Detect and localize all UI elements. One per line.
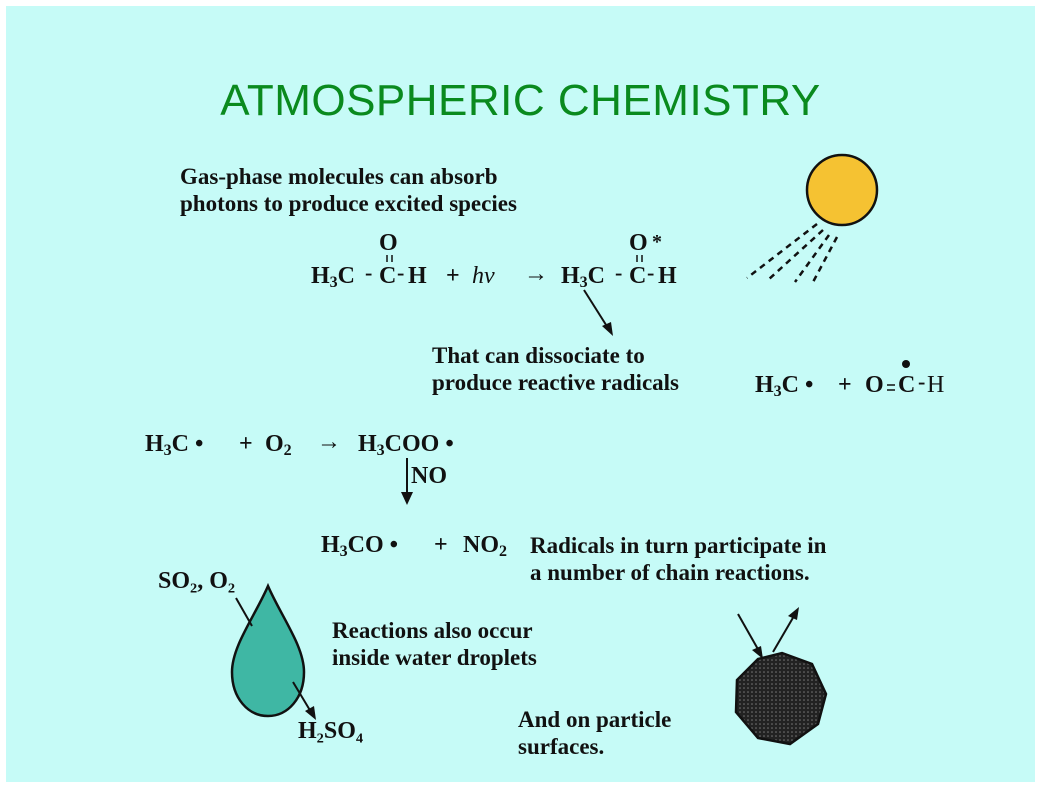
surface-caption-line2: surfaces. xyxy=(518,734,605,759)
aqueous-caption-line2: inside water droplets xyxy=(332,645,537,670)
plus-sign: + xyxy=(239,431,253,457)
photolysis-caption-line1: Gas-phase molecules can absorb xyxy=(180,164,498,189)
slide-title: ATMOSPHERIC CHEMISTRY xyxy=(220,76,821,125)
reactant-oxygen: O xyxy=(379,230,398,256)
oxygen-molecule: O2 xyxy=(265,431,292,459)
water-droplet-icon xyxy=(230,582,316,720)
chain-caption-line1: Radicals in turn participate in xyxy=(530,533,827,558)
bond-dash: - xyxy=(647,260,655,285)
peroxy-radical: H3COO • xyxy=(358,431,454,459)
aqueous-caption-line1: Reactions also occur xyxy=(332,618,533,643)
excited-state-mark: * xyxy=(652,231,662,253)
chain-caption-line2: a number of chain reactions. xyxy=(530,560,810,585)
droplet-product-label: H₂SO₄ xyxy=(298,718,364,744)
dissociation-arrow-icon xyxy=(583,289,613,336)
bond-dash: - xyxy=(397,260,405,285)
plus-sign: + xyxy=(446,263,460,289)
product-carbonyl-c: C xyxy=(629,263,647,289)
reactant-h: H xyxy=(408,263,427,289)
down-arrow-icon xyxy=(401,458,413,505)
reaction-arrow: → xyxy=(524,261,548,287)
methoxy-radical: H3CO • xyxy=(321,532,399,560)
bond-dash: - xyxy=(918,369,926,394)
product-methyl: H3C xyxy=(561,263,606,291)
methyl-radical: H3C • xyxy=(755,372,814,400)
formyl-h: H xyxy=(927,372,945,398)
dissociation-caption-line2: produce reactive radicals xyxy=(432,370,679,395)
nitrogen-dioxide: NO2 xyxy=(463,532,507,560)
photolysis-caption-line2: photons to produce excited species xyxy=(180,191,517,216)
product-oxygen: O xyxy=(629,230,648,256)
particle-icon xyxy=(734,607,828,746)
reaction-arrow: → xyxy=(317,429,341,455)
double-bond-marks xyxy=(386,255,643,262)
formyl-carbon: C xyxy=(898,372,916,398)
methyl-radical: H3C • xyxy=(145,431,204,459)
surface-caption-line1: And on particle xyxy=(518,707,672,732)
reactant-carbonyl-c: C xyxy=(379,263,397,289)
reactant-methyl: H3C xyxy=(311,263,356,291)
formyl-oxygen: O xyxy=(865,372,884,398)
droplet-input-label: SO₂, O₂ xyxy=(158,568,236,594)
plus-sign: + xyxy=(838,372,852,398)
catalyst-no: NO xyxy=(411,463,447,489)
bond-dash: - xyxy=(615,260,623,285)
formyl-bonds xyxy=(887,360,910,391)
slide: ATMOSPHERIC CHEMISTRY Gas-phase molecule… xyxy=(6,6,1035,782)
sun-icon xyxy=(746,153,879,285)
product-h: H xyxy=(658,263,677,289)
photon-symbol: hν xyxy=(472,263,495,289)
plus-sign: + xyxy=(434,532,448,558)
bond-dash: - xyxy=(365,260,373,285)
dissociation-caption-line1: That can dissociate to xyxy=(432,343,645,368)
